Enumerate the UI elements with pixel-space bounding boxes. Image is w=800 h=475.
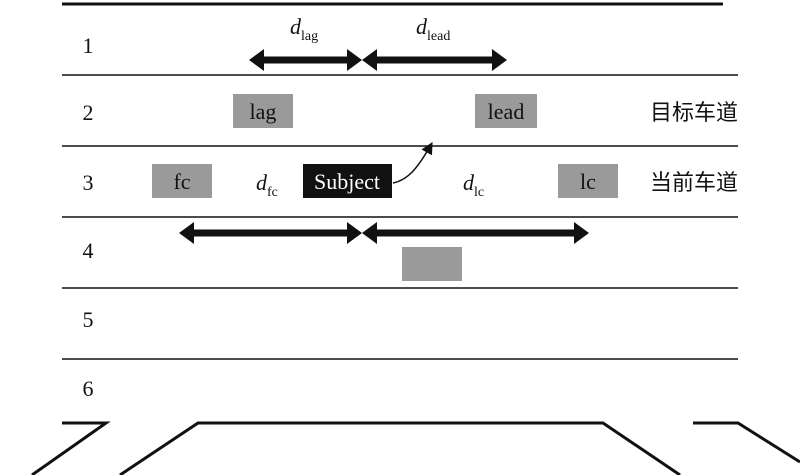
ramp-left-edge xyxy=(31,421,111,475)
lag-vehicle: lag xyxy=(233,94,293,128)
lead-vehicle: lead xyxy=(475,94,537,128)
lane-number-1: 1 xyxy=(83,33,94,58)
lane-number-4: 4 xyxy=(83,238,94,263)
lc-vehicle-label: lc xyxy=(580,169,596,194)
lane4-vehicle xyxy=(402,247,462,281)
lag-gap-arrow xyxy=(249,49,362,71)
target-lane-label: 目标车道 xyxy=(650,101,738,126)
subject-vehicle: Subject xyxy=(303,164,392,198)
lag-vehicle-label: lag xyxy=(250,99,277,124)
lane-number-2: 2 xyxy=(83,100,94,125)
fc-gap-arrow xyxy=(179,222,362,244)
fc-vehicle-label: fc xyxy=(173,169,190,194)
lane-number-6: 6 xyxy=(83,376,94,401)
lead-vehicle-label: lead xyxy=(488,99,525,124)
d-lc-label: dlc xyxy=(463,170,484,200)
lane-number-5: 5 xyxy=(83,307,94,332)
subject-vehicle-label: Subject xyxy=(314,169,380,194)
lane-change-arrow xyxy=(392,141,433,184)
fc-vehicle: fc xyxy=(152,164,212,198)
ramp-right-edge xyxy=(693,421,800,464)
lc-gap-arrow xyxy=(362,222,589,244)
d-lead-label: dlead xyxy=(416,14,450,44)
ramp-center-edge xyxy=(119,421,681,475)
current-lane-label: 当前车道 xyxy=(650,171,738,196)
lane-number-3: 3 xyxy=(83,170,94,195)
d-fc-label: dfc xyxy=(256,170,278,200)
lead-gap-arrow xyxy=(362,49,507,71)
lc-vehicle: lc xyxy=(558,164,618,198)
d-lag-label: dlag xyxy=(290,14,318,44)
